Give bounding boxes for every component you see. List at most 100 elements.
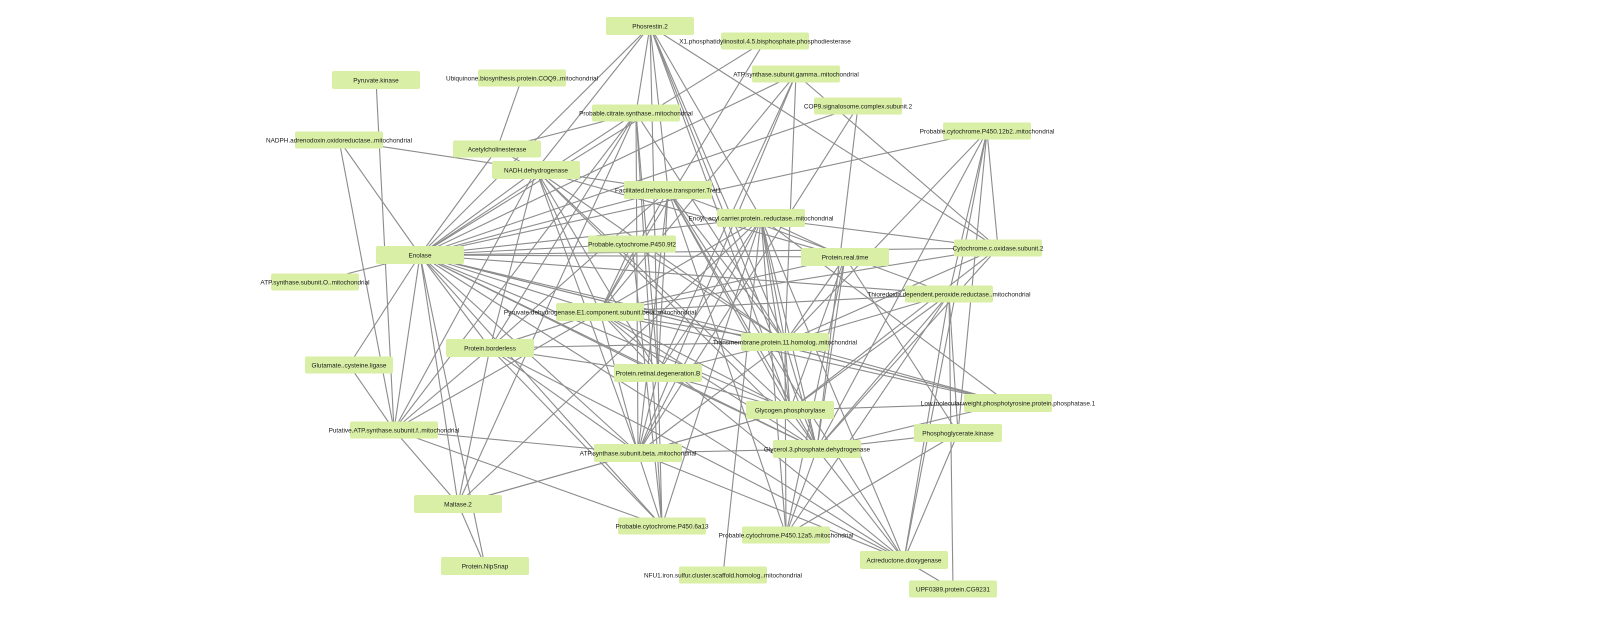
node-gcl[interactable]: Glutamate..cysteine.ligase xyxy=(305,356,393,374)
node-label: Protein.borderless xyxy=(464,345,516,352)
edge-cyp9f2-cyp6a13 xyxy=(631,243,663,527)
node-upf[interactable]: UPF0389.protein.CG9231 xyxy=(909,580,997,598)
edge-cox2-tmem11 xyxy=(784,247,999,343)
node-pyrk[interactable]: Pyruvate.kinase xyxy=(332,71,420,89)
node-box xyxy=(492,161,580,179)
node-nadphad[interactable]: NADPH.adrenodoxin.oxidoreductase..mitoch… xyxy=(266,131,412,149)
node-nadh[interactable]: NADH.dehydrogenase xyxy=(492,161,580,179)
node-border[interactable]: Protein.borderless xyxy=(446,339,534,357)
node-rdgb[interactable]: Protein.retinal.degeneration.B xyxy=(614,364,702,382)
node-ache[interactable]: Acetylcholinesterase xyxy=(453,140,541,158)
edge-phos2-cox2 xyxy=(649,25,999,249)
node-malt2[interactable]: Maltase.2 xyxy=(414,495,502,513)
node-g3pdh[interactable]: Glycerol.3.phosphate.dehydrogenase xyxy=(764,440,871,458)
node-glyp[interactable]: Glycogen.phosphorylase xyxy=(746,401,834,419)
edge-eno-cox2 xyxy=(419,247,999,256)
edge-enoyl-malt2 xyxy=(457,217,762,505)
node-lmwptp[interactable]: Low.molecular.weight.phosphotyrosine.pro… xyxy=(921,394,1096,412)
edge-gcl-atpf xyxy=(348,364,395,431)
node-label: ATP.synthase.subunit.beta..mitochondrial xyxy=(580,450,697,457)
edge-cop9-eno xyxy=(419,105,859,256)
node-eno[interactable]: Enolase xyxy=(376,246,464,264)
node-cop9[interactable]: COP9.signalosome.complex.subunit.2 xyxy=(804,97,913,115)
edge-citsyn-atpf xyxy=(393,112,637,431)
node-x1pip[interactable]: X1.phosphatidylinositol.4.5.bisphosphate… xyxy=(679,32,851,50)
node-pdhe1b[interactable]: Pyruvate.dehydrogenase.E1.component.subu… xyxy=(504,303,696,321)
node-atpb[interactable]: ATP.synthase.subunit.beta..mitochondrial xyxy=(580,444,697,462)
edge-cyp12b2-acired xyxy=(903,130,988,561)
edge-phos2-g3pdh xyxy=(649,25,818,450)
node-acired[interactable]: Acireductone.dioxygenase xyxy=(860,551,948,569)
edge-atpb-cyp6a13 xyxy=(637,452,663,527)
node-label: Probable.cytochrome.P450.12b2..mitochond… xyxy=(920,128,1055,135)
edge-cox2-glyp xyxy=(789,247,999,411)
node-realtime[interactable]: Protein.real.time xyxy=(801,248,889,266)
node-label: Acireductone.dioxygenase xyxy=(867,557,942,564)
edge-phos2-rdgb xyxy=(649,25,659,374)
edge-phos2-citsyn xyxy=(635,25,651,114)
edge-tret-thio xyxy=(667,189,950,295)
node-cyp9f2[interactable]: Probable.cytochrome.P450.9f2 xyxy=(588,235,676,253)
node-box xyxy=(909,580,997,598)
edge-cyp12b2-tmem11 xyxy=(784,130,988,343)
node-label: NADPH.adrenodoxin.oxidoreductase..mitoch… xyxy=(266,137,412,144)
node-box xyxy=(752,65,840,83)
node-label: NADH.dehydrogenase xyxy=(504,167,568,174)
edge-tret-atpb xyxy=(637,189,669,454)
edge-nadh-pdhe1b xyxy=(535,169,601,313)
node-label: Putative.ATP.synthase.subunit.f..mitocho… xyxy=(329,427,460,434)
node-nfu1[interactable]: NFU1.iron.sulfur.cluster.scaffold.homolo… xyxy=(644,566,802,584)
node-label: Pyruvate.kinase xyxy=(353,77,399,84)
edge-tmem11-atpb xyxy=(637,341,786,454)
node-phos2[interactable]: Phosrestin.2 xyxy=(606,17,694,35)
edge-enoyl-tmem11 xyxy=(760,217,786,343)
node-label: Protein.retinal.degeneration.B xyxy=(616,370,701,377)
node-tret[interactable]: Facilitated.trehalose.transporter.Tret1 xyxy=(615,181,721,199)
edge-lmwptp-eno xyxy=(419,254,1009,404)
edge-x1pip-eno xyxy=(419,40,766,256)
node-label: Enolase xyxy=(408,252,432,259)
node-label: Glutamate..cysteine.ligase xyxy=(312,362,387,369)
edge-border-cyp6a13 xyxy=(489,347,663,527)
node-label: Cytochrome.c.oxidase.subunit.2 xyxy=(953,245,1044,252)
edge-atpf-cyp6a13 xyxy=(393,429,663,527)
edge-eno-nipsnap xyxy=(419,254,486,567)
edge-malt2-nipsnap xyxy=(457,503,486,567)
edge-pdhe1b-g3pdh xyxy=(599,311,818,450)
node-atpgam[interactable]: ATP.synthase.subunit.gamma..mitochondria… xyxy=(733,65,859,83)
edge-tret-cyp12a5 xyxy=(667,189,787,536)
edge-pdhe1b-glyp xyxy=(599,311,791,411)
edge-eno-gcl xyxy=(348,254,421,366)
node-thio[interactable]: Thioredoxin.dependent.peroxide.reductase… xyxy=(867,285,1031,303)
node-box xyxy=(350,421,438,439)
node-box xyxy=(905,285,993,303)
node-box xyxy=(414,495,502,513)
node-box xyxy=(717,209,805,227)
edge-eno-tmem11 xyxy=(419,254,786,343)
node-pgk[interactable]: Phosphoglycerate.kinase xyxy=(914,424,1002,442)
node-atpf[interactable]: Putative.ATP.synthase.subunit.f..mitocho… xyxy=(329,421,460,439)
edge-border-atpf xyxy=(393,347,491,431)
edge-pdhe1b-lmwptp xyxy=(599,311,1009,404)
node-atpo[interactable]: ATP.synthase.subunit.O..mitochondrial xyxy=(260,273,370,291)
edge-cyp12b2-thio xyxy=(948,130,988,295)
edge-tret-glyp xyxy=(667,189,791,411)
node-ubiq[interactable]: Ubiquinone.biosynthesis.protein.COQ9..mi… xyxy=(446,69,598,87)
node-label: Transmembrane.protein.11.homolog..mitoch… xyxy=(713,339,857,346)
edge-eno-realtime xyxy=(419,254,846,258)
edge-tmem11-glyp xyxy=(784,341,791,411)
node-cyp12a5[interactable]: Probable.cytochrome.P450.12a5..mitochond… xyxy=(719,526,854,544)
node-box xyxy=(914,424,1002,442)
node-label: Pyruvate.dehydrogenase.E1.component.subu… xyxy=(504,309,696,316)
node-tmem11[interactable]: Transmembrane.protein.11.homolog..mitoch… xyxy=(713,333,857,351)
node-cox2[interactable]: Cytochrome.c.oxidase.subunit.2 xyxy=(953,239,1044,257)
edge-thio-pdhe1b xyxy=(599,293,950,313)
node-citsyn[interactable]: Probable.citrate.synthase..mitochondrial xyxy=(579,104,693,122)
node-cyp12b2[interactable]: Probable.cytochrome.P450.12b2..mitochond… xyxy=(920,122,1055,140)
node-box xyxy=(721,32,809,50)
node-cyp6a13[interactable]: Probable.cytochrome.P450.6a13 xyxy=(615,517,709,535)
node-box xyxy=(446,339,534,357)
node-enoyl[interactable]: Enoyl..acyl.carrier.protein..reductase..… xyxy=(689,209,834,227)
edge-eno-malt2 xyxy=(419,254,459,505)
node-nipsnap[interactable]: Protein.NipSnap xyxy=(441,557,529,575)
